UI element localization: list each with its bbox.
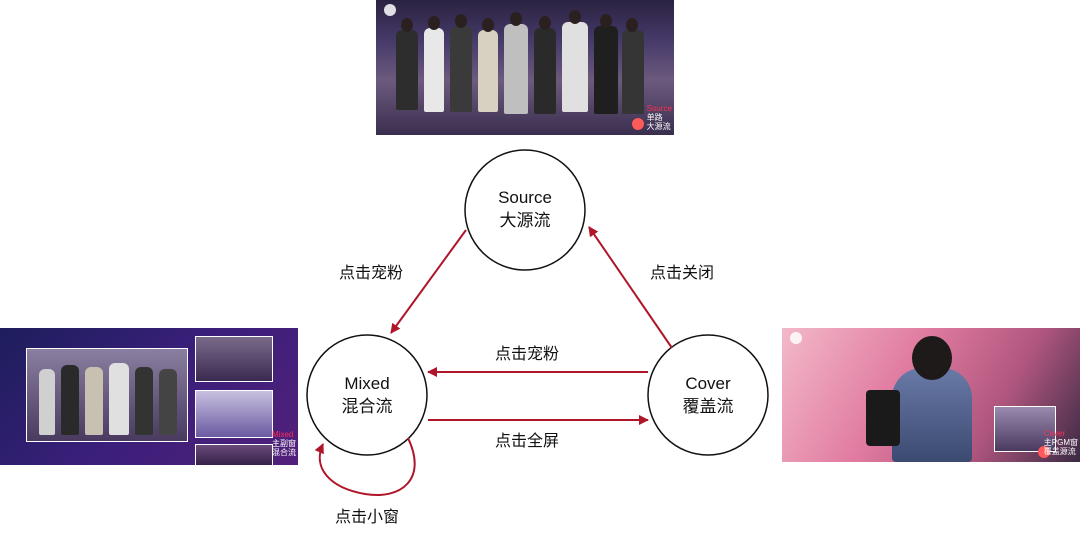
edge-label-cover-to-source: 点击关闭 [650, 263, 714, 282]
badge-en: Mixed [272, 430, 294, 439]
mixed-badge: Mixed 主副窗 混合流 [272, 430, 296, 457]
pgm-window[interactable] [994, 406, 1056, 452]
edge-label-mixed-to-cover: 点击全屏 [495, 431, 559, 450]
presenter-image [892, 368, 972, 462]
cover-node: Cover 覆盖流 [647, 334, 769, 456]
source-stream-screenshot: Source 单路 大源流 [376, 0, 674, 135]
source-node-label-en: Source [498, 188, 552, 207]
badge-zh-1: 单路 [646, 113, 663, 122]
badge-en: Source [646, 104, 672, 113]
source-node-label-zh: 大源流 [500, 211, 551, 230]
badge-zh-1: 主副窗 [272, 439, 296, 448]
cover-badge: Cover 主PGM窗 覆盖源流 [1044, 429, 1078, 456]
edge-cover-to-source [588, 226, 673, 349]
edge-label-source-to-mixed: 点击宠粉 [339, 263, 403, 282]
badge-zh-2: 混合流 [272, 448, 296, 457]
badge-zh-2: 大源流 [646, 122, 671, 131]
source-badge: Source 单路 大源流 [647, 104, 672, 131]
mixed-stream-screenshot: Mixed 主副窗 混合流 [0, 328, 298, 465]
avatar [790, 332, 802, 344]
cover-node-label-zh: 覆盖流 [683, 397, 734, 416]
main-window [26, 348, 188, 442]
mixed-node-label-en: Mixed [344, 374, 389, 393]
mixed-node-label-zh: 混合流 [342, 397, 393, 416]
edge-label-mixed-self: 点击小窗 [335, 507, 399, 526]
crowd-image [376, 0, 674, 135]
edge-label-cover-to-mixed: 点击宠粉 [495, 344, 559, 363]
avatar [384, 4, 396, 16]
badge-en: Cover [1043, 429, 1066, 438]
badge-zh-2: 覆盖源流 [1043, 447, 1076, 456]
sub-window-1[interactable] [195, 336, 273, 382]
gift-icon[interactable] [632, 118, 644, 130]
cover-stream-screenshot: Cover 主PGM窗 覆盖源流 [782, 328, 1080, 462]
sub-window-3[interactable] [195, 444, 273, 465]
gift-icon[interactable] [1038, 446, 1050, 458]
mixed-node: Mixed 混合流 [306, 334, 428, 456]
source-node: Source 大源流 [464, 149, 586, 271]
cover-node-label-en: Cover [685, 374, 731, 393]
edge-mixed-self-loop [314, 437, 416, 496]
sub-window-2[interactable] [195, 390, 273, 438]
edge-source-to-mixed [390, 229, 467, 334]
badge-zh-1: 主PGM窗 [1043, 438, 1078, 447]
